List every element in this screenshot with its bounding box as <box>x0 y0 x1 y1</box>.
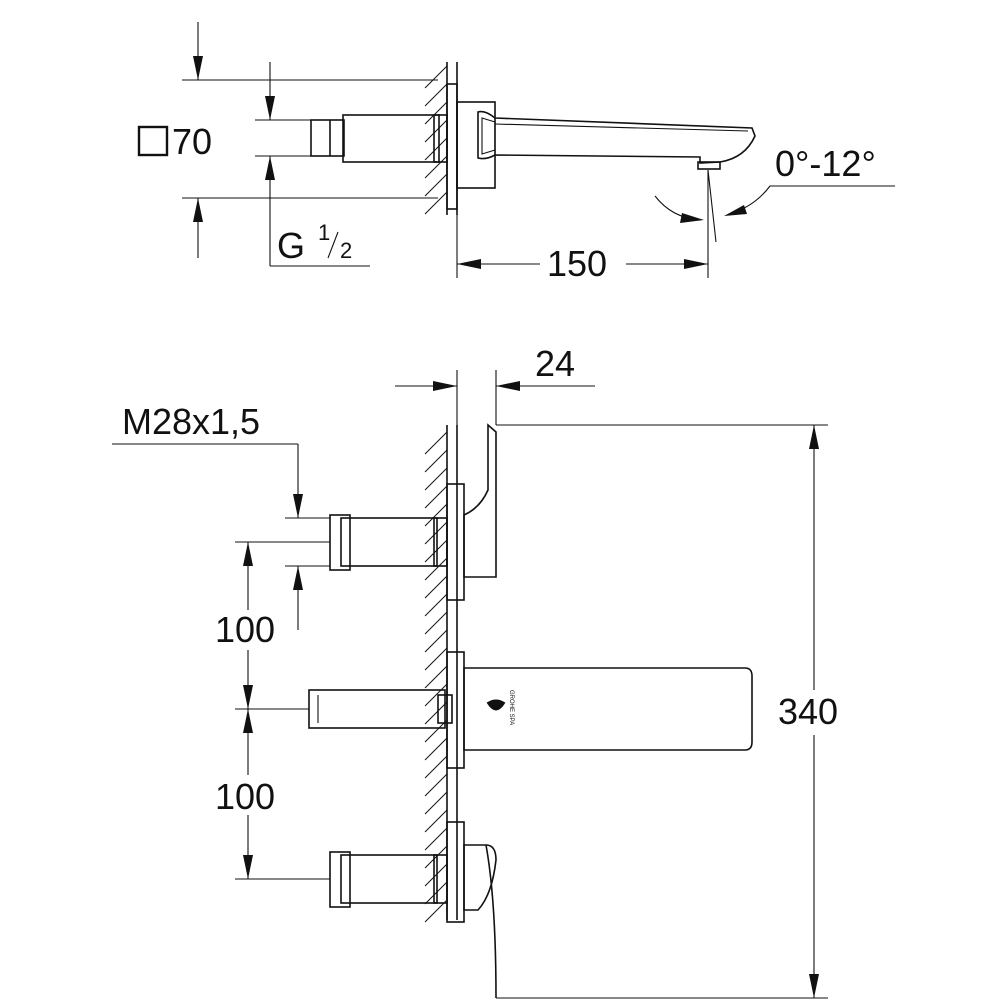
square-symbol <box>137 125 169 157</box>
top-view: 70 G 1 2 <box>137 22 895 284</box>
spout-body-box <box>342 114 440 163</box>
upper-handle <box>329 423 497 601</box>
front-view: GROHE SPA 24 <box>112 343 838 999</box>
thread-fraction-num: 1 <box>318 220 330 245</box>
thread-label: M28x1,5 <box>122 401 260 442</box>
rosette-thickness-label: 24 <box>535 343 575 384</box>
angle-dimension <box>654 169 895 243</box>
wall-hatching-top <box>424 62 448 215</box>
thread-fraction-den: 2 <box>340 238 352 263</box>
spacing-upper-label: 100 <box>215 609 275 650</box>
spacing-lower-label: 100 <box>215 776 275 817</box>
spout-body <box>477 110 756 164</box>
lower-handle <box>329 821 497 999</box>
svg-text:GROHE SPA: GROHE SPA <box>508 690 514 725</box>
thread-dimension-front <box>112 443 330 630</box>
thread-label-g: G <box>277 225 305 266</box>
total-height-label: 340 <box>778 691 838 732</box>
angle-label: 0°-12° <box>775 143 876 184</box>
spout-rosette <box>446 83 458 210</box>
square-size-label: 70 <box>172 121 212 162</box>
projection-label: 150 <box>547 243 607 284</box>
spacing-dimension <box>235 541 330 880</box>
center-spout: GROHE SPA <box>308 651 753 769</box>
grohe-logo: GROHE SPA <box>486 690 514 725</box>
square-dimension <box>182 22 438 258</box>
spout-aerator <box>697 161 721 170</box>
wall-hatching-front <box>424 425 458 923</box>
projection-dimension <box>456 170 709 278</box>
spout-connection <box>310 119 345 157</box>
total-height-dimension <box>496 424 828 999</box>
rosette-thickness-dimension <box>395 370 595 425</box>
thread-dimension-top <box>255 62 370 267</box>
